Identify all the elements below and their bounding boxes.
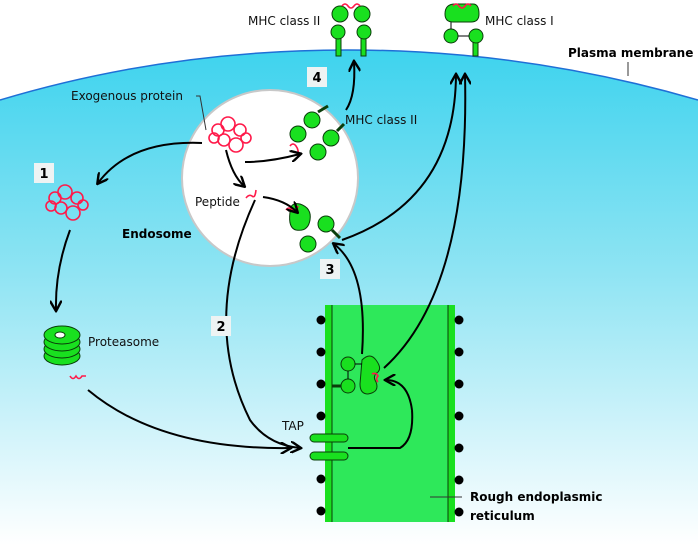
mhc-class-ii-surface — [330, 3, 372, 57]
arrow-peptide-to-mhc2 — [262, 196, 297, 212]
cytosolic-protein — [45, 184, 89, 221]
mhc-class-ii-endosome — [289, 104, 346, 161]
exogenous-protein-leader — [196, 95, 207, 131]
cytoplasm — [0, 50, 698, 545]
arrow-to-mhc2 — [244, 154, 300, 163]
arrow-to-proteasome — [56, 229, 71, 310]
label-plasma-membrane: Plasma membrane — [568, 46, 693, 60]
svg-text:3: 3 — [325, 263, 334, 278]
mhc-class-i-er — [332, 355, 381, 395]
label-exogenous-protein: Exogenous protein — [71, 89, 183, 103]
arrow-tap-into-er — [348, 409, 414, 449]
label-proteasome: Proteasome — [88, 335, 159, 349]
label-mhc-class-ii-endosome: MHC class II — [345, 113, 417, 127]
label-rer-line2: reticulum — [470, 509, 535, 523]
svg-text:4: 4 — [312, 71, 321, 86]
svg-text:2: 2 — [216, 320, 225, 335]
label-tap: TAP — [281, 419, 304, 433]
mhc-class-i-surface — [443, 3, 484, 57]
endosome — [181, 89, 359, 267]
exogenous-protein — [208, 116, 252, 153]
step-badge-4: 4 — [307, 67, 327, 87]
arrow-step2 — [225, 199, 300, 448]
arrow-to-mhc1-er — [386, 380, 413, 411]
plasma-membrane — [0, 49, 698, 101]
step-badge-1: 1 — [34, 163, 54, 183]
arrow-step3 — [334, 244, 364, 355]
step-badge-2: 2 — [211, 316, 231, 336]
arrow-to-step1 — [98, 141, 203, 183]
arrow-mhc2-to-surface — [341, 75, 456, 241]
endosome-peptide — [245, 189, 257, 199]
rough-er — [325, 305, 455, 522]
ribosomes — [316, 315, 464, 517]
label-mhc-class-i-surface: MHC class I — [485, 14, 554, 28]
label-mhc-class-ii-surface: MHC class II — [248, 14, 320, 28]
arrow-to-peptide — [225, 149, 244, 186]
pathway-arrows — [56, 62, 465, 448]
arrow-step4 — [345, 62, 354, 111]
label-peptide: Peptide — [195, 195, 240, 209]
svg-text:1: 1 — [39, 167, 48, 182]
label-endosome: Endosome — [122, 227, 192, 241]
tap-transporter — [309, 433, 349, 461]
proteasome — [43, 325, 81, 366]
arrow-mhc1-to-surface — [383, 75, 465, 369]
label-rer-line1: Rough endoplasmic — [470, 490, 603, 504]
arrow-proteasome-to-tap — [87, 389, 290, 448]
step-badge-3: 3 — [320, 259, 340, 279]
proteasome-peptide — [69, 374, 86, 380]
